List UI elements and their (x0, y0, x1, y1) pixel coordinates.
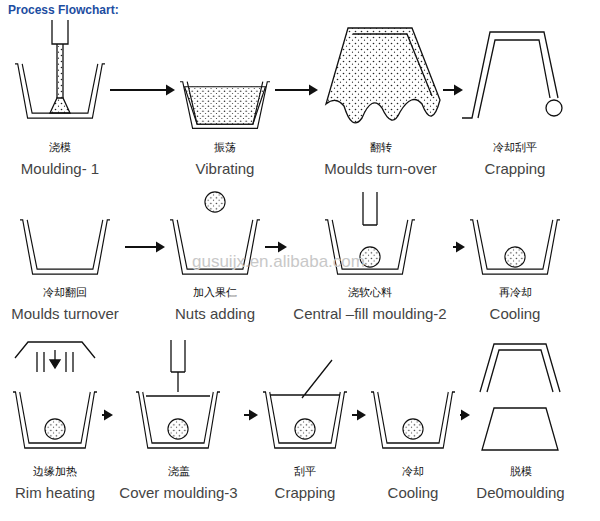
arrow-head (166, 85, 175, 96)
mould (13, 392, 97, 448)
process-step: 振荡 Vibrating (177, 20, 273, 179)
mould (263, 392, 347, 448)
arrow-head (357, 410, 366, 421)
arrow-head (104, 410, 113, 421)
step-label: Cooling (467, 304, 563, 324)
step-label-chinese: 刮平 (260, 465, 350, 479)
step-label-chinese: 浇盖 (115, 465, 242, 479)
mould (136, 392, 220, 448)
step-label-chinese: 冷却刮平 (465, 141, 565, 155)
step-label: Cover moulding-3 (115, 483, 242, 503)
process-step: 浇模 Moulding- 1 (12, 20, 108, 179)
heat-arrow (50, 360, 60, 368)
mould (470, 220, 560, 274)
process-step: 刮平 Crapping (260, 338, 350, 503)
step-label-chinese: 冷却翻回 (7, 286, 123, 300)
mould-inverted (462, 32, 558, 118)
step-label: Nuts adding (167, 304, 263, 324)
flow-arrow (265, 242, 287, 253)
arrow-head (278, 242, 287, 253)
flow-arrow (244, 410, 258, 421)
arrow-head (249, 410, 258, 421)
arrow-line (110, 89, 167, 91)
arrow-head (456, 242, 465, 253)
scraper-roller (546, 100, 562, 116)
step-label-chinese: 翻转 (320, 141, 441, 155)
process-step: 再冷却 Cooling (467, 190, 563, 324)
mould-lifted (480, 344, 560, 392)
step-label-chinese: 浇软心料 (289, 286, 451, 300)
pour-pile (50, 98, 70, 113)
nozzle (52, 20, 68, 98)
nut (45, 419, 65, 439)
process-step: 边缘加热 Rim heating (10, 338, 100, 503)
heater (15, 342, 95, 372)
step-label: Rim heating (10, 483, 100, 503)
watermark: gusuijx.en.alibaba.com (192, 252, 365, 272)
step-label: Moulds turn-over (320, 159, 441, 179)
step-label: Central –fill moulding-2 (289, 304, 451, 324)
step-label-chinese: 浇模 (12, 141, 108, 155)
step-label: Moulds turnover (7, 304, 123, 324)
process-step: 浇盖 Cover moulding-3 (115, 338, 242, 503)
step-label-chinese: 再冷却 (467, 286, 563, 300)
arrow-head (461, 410, 470, 421)
step-label-chinese: 加入果仁 (167, 286, 263, 300)
mould (20, 220, 110, 274)
flow-arrow (443, 85, 463, 96)
arrow-head (156, 242, 165, 253)
nut (168, 419, 188, 439)
scraper (270, 360, 340, 398)
title: Process Flowchart: (8, 3, 119, 17)
chocolate-product (482, 408, 558, 450)
arrow-head (309, 85, 318, 96)
flow-arrow (125, 242, 165, 253)
step-label: Crapping (260, 483, 350, 503)
flow-arrow (453, 242, 465, 253)
process-step: 翻转 Moulds turn-over (320, 20, 441, 179)
process-step: 浇软心料 Central –fill moulding-2 (289, 190, 451, 324)
arrow-line (125, 246, 157, 248)
mould (371, 392, 455, 448)
flow-arrow (460, 410, 470, 421)
arrow-line (265, 246, 279, 248)
process-step: 冷却翻回 Moulds turnover (7, 190, 123, 324)
nozzle (146, 340, 210, 396)
step-label: Moulding- 1 (12, 159, 108, 179)
process-step: 冷却刮平 Crapping (465, 20, 565, 179)
arrow-head (454, 85, 463, 96)
step-label-chinese: 边缘加热 (10, 465, 100, 479)
step-label-chinese: 脱模 (472, 465, 569, 479)
step-label: De0moulding (472, 483, 569, 503)
step-label: Vibrating (177, 159, 273, 179)
flow-arrow (352, 410, 366, 421)
process-step: 脱模 De0moulding (472, 338, 569, 503)
nut (403, 419, 423, 439)
process-step: 加入果仁 Nuts adding (167, 190, 263, 324)
nozzle (363, 192, 377, 225)
step-label: Crapping (465, 159, 565, 179)
nut (295, 419, 315, 439)
step-label-chinese: 振荡 (177, 141, 273, 155)
flow-arrow (110, 85, 175, 96)
mould-inner-line (353, 34, 432, 96)
arrow-line (275, 89, 310, 91)
nut (205, 192, 225, 212)
arrow-line (443, 89, 455, 91)
flow-arrow (275, 85, 318, 96)
flow-arrow (102, 410, 113, 421)
process-step: 冷却 Cooling (368, 338, 458, 503)
step-label: Cooling (368, 483, 458, 503)
nut (505, 247, 525, 267)
stream (58, 46, 63, 98)
step-label-chinese: 冷却 (368, 465, 458, 479)
mould-filled (180, 82, 270, 129)
mould-inverted (326, 28, 440, 123)
illustration (13, 20, 562, 450)
